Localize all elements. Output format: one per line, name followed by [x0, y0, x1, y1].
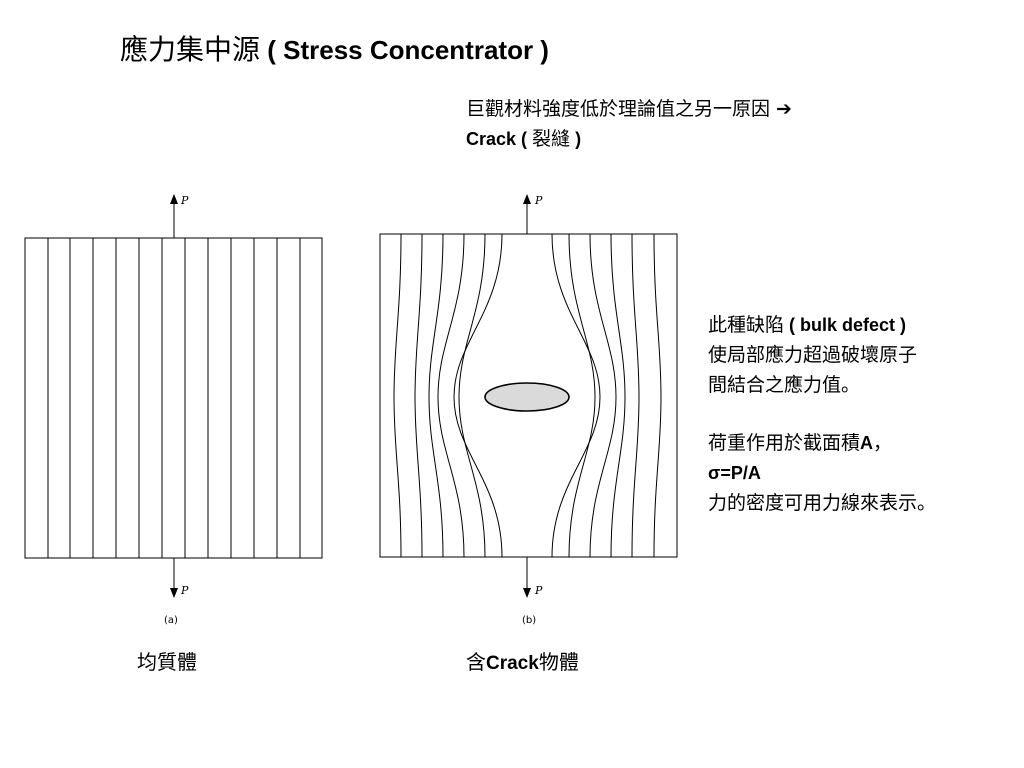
figure-b-cracked: P P (b) — [379, 194, 678, 626]
figure-a-bottom-arrow-icon — [170, 588, 178, 598]
load-en: A — [860, 433, 874, 453]
force-line — [631, 233, 640, 558]
title-en: ( Stress Concentrator ) — [260, 35, 549, 65]
caption-b-en: Crack — [486, 653, 539, 674]
force-line — [589, 233, 617, 558]
crack-label-zh: 裂縫 — [532, 128, 571, 150]
caption-b-prefix: 含 — [466, 650, 486, 674]
load-zh: 荷重作用於截面積 — [708, 432, 861, 454]
force-line — [437, 233, 465, 558]
defect-en: ( bulk defect ) — [784, 315, 907, 335]
figure-b-p-top: P — [534, 194, 543, 207]
notes-spacer — [708, 400, 936, 428]
caption-a: 均質體 — [137, 650, 197, 674]
notes-line-load: 荷重作用於截面積A， — [708, 428, 936, 458]
figure-b-p-bottom: P — [534, 584, 543, 597]
notes-line-2: 使局部應力超過破壞原子 — [708, 344, 918, 366]
force-line — [428, 233, 444, 558]
subtitle: 巨觀材料強度低於理論值之另一原因 ➔ Crack ( 裂縫 ) — [466, 94, 792, 154]
force-line — [458, 233, 486, 558]
defect-zh: 此種缺陷 — [708, 314, 785, 336]
notes-line-7: 力的密度可用力線來表示。 — [708, 492, 937, 514]
notes-formula: σ=P/A — [708, 458, 936, 488]
figure-a-p-bottom: P — [180, 584, 189, 597]
force-line — [551, 233, 601, 558]
figure-a-sublabel: (a) — [164, 615, 178, 626]
crack-ellipse — [484, 382, 570, 412]
figure-a-p-top: P — [180, 194, 189, 207]
load-comma: ， — [873, 432, 893, 454]
force-line — [453, 233, 503, 558]
figure-b-frame — [379, 233, 678, 558]
caption-b-suffix: 物體 — [538, 650, 579, 674]
crack-label-end: ) — [570, 129, 582, 149]
figure-b-sublabel: (b) — [522, 615, 536, 626]
figure-b-force-lines — [393, 233, 662, 558]
figure-a-homogeneous: P P (a) — [24, 194, 323, 626]
force-line — [568, 233, 596, 558]
subtitle-line-1: 巨觀材料強度低於理論值之另一原因 ➔ — [466, 98, 792, 120]
slide-title: 應力集中源 ( Stress Concentrator ) — [120, 28, 549, 68]
notes-line-3: 間結合之應力值。 — [708, 374, 861, 396]
figure-b-bottom-arrow-icon — [523, 588, 531, 598]
figure-a-force-lines — [47, 238, 301, 558]
subtitle-line-2: Crack ( 裂縫 ) — [466, 124, 792, 154]
caption-b: 含Crack物體 — [466, 646, 579, 675]
formula-text: σ=P/A — [708, 463, 761, 483]
title-zh: 應力集中源 — [120, 33, 261, 66]
force-line — [414, 233, 423, 558]
figure-b-top-arrow-icon — [523, 194, 531, 204]
notes-block: 此種缺陷 ( bulk defect ) 使局部應力超過破壞原子 間結合之應力值… — [708, 310, 936, 518]
notes-line-defect: 此種缺陷 ( bulk defect ) — [708, 310, 936, 340]
force-line — [653, 233, 662, 558]
crack-label-en: Crack ( — [466, 129, 533, 149]
figure-a-top-arrow-icon — [170, 194, 178, 204]
force-line — [610, 233, 626, 558]
force-line — [393, 233, 402, 558]
